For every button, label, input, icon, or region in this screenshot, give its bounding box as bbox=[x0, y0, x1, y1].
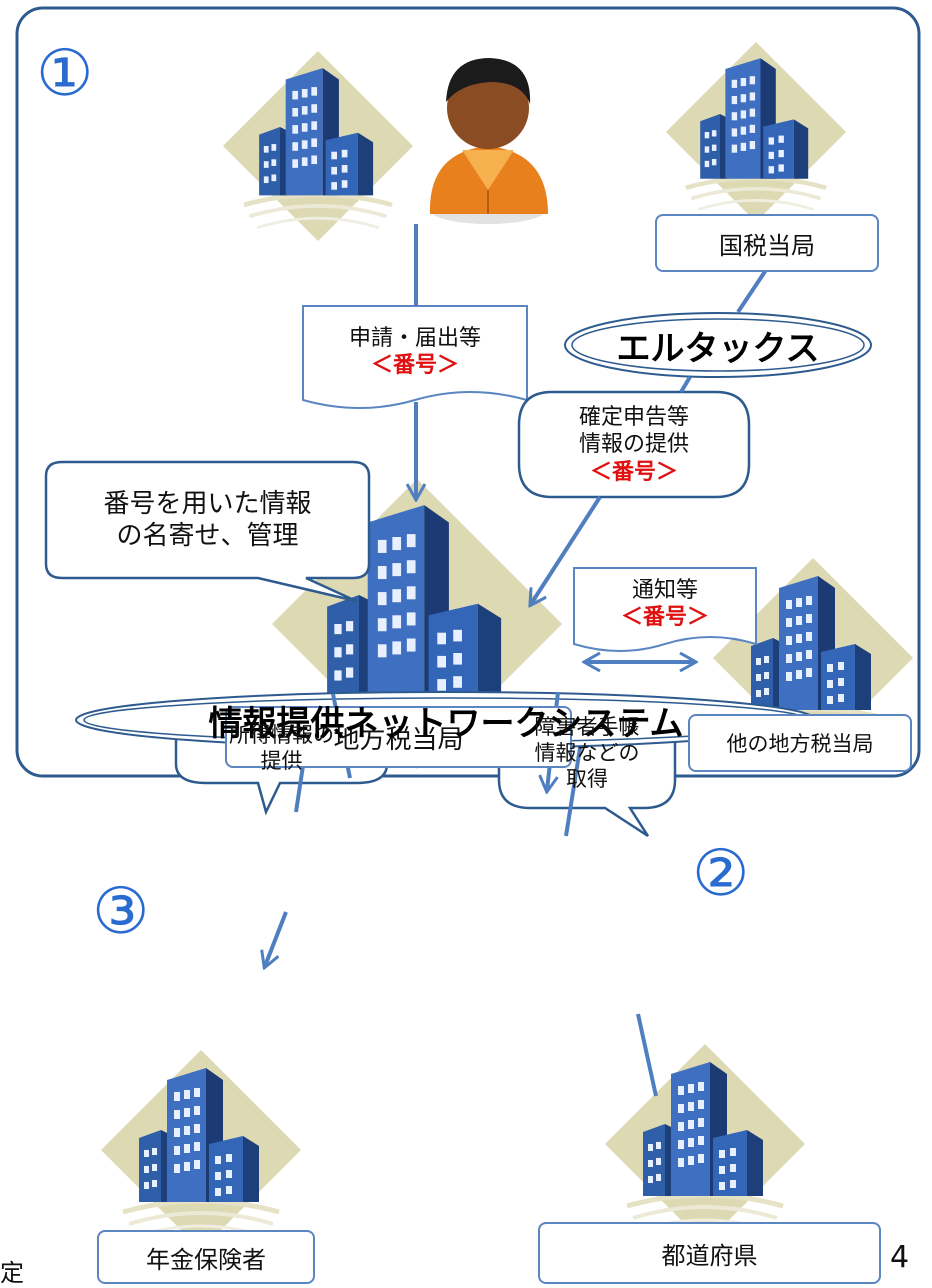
eltax-oval bbox=[564, 312, 872, 378]
local-tax-box: 地方税当局 bbox=[225, 706, 572, 768]
nayose-line2: の名寄せ、管理 bbox=[116, 521, 299, 551]
application-line1: 申請・届出等 bbox=[348, 325, 481, 351]
disability-label: 障害者手帳 情報などの 取得 bbox=[499, 700, 675, 806]
number-2-label: ② bbox=[692, 837, 750, 911]
kakutei-callout bbox=[517, 390, 751, 499]
person-icon bbox=[429, 58, 548, 224]
building-icon bbox=[605, 1044, 805, 1244]
application-number-label: ＜番号＞ bbox=[370, 353, 459, 378]
application-label: 申請・届出等 ＜番号＞ bbox=[303, 308, 527, 396]
corner-text: 定 bbox=[0, 1258, 24, 1287]
eltax-label: エルタックス bbox=[616, 328, 820, 369]
connector-line bbox=[736, 268, 768, 314]
disability-line3: 取得 bbox=[566, 767, 608, 792]
connector-line bbox=[564, 747, 582, 837]
disability-line2: 情報などの bbox=[534, 740, 640, 765]
number-1-label: ① bbox=[36, 37, 94, 111]
kakutei-line1: 確定申告等 bbox=[578, 404, 689, 430]
arrow-kakutei bbox=[531, 495, 602, 604]
pension-box: 年金保険者 bbox=[97, 1230, 315, 1284]
prefecture-box: 都道府県 bbox=[538, 1222, 881, 1284]
disability-line1: 障害者手帳 bbox=[534, 714, 640, 739]
connector-line bbox=[636, 1013, 658, 1097]
nayose-line1: 番号を用いた情報 bbox=[103, 488, 312, 519]
building-icon bbox=[223, 51, 413, 241]
connector-line bbox=[679, 375, 692, 394]
application-document-shape bbox=[302, 305, 528, 409]
kakutei-label: 確定申告等 情報の提供 ＜番号＞ bbox=[519, 394, 749, 496]
notice-number-label: ＜番号＞ bbox=[620, 605, 709, 630]
page-number: 4 bbox=[890, 1239, 910, 1275]
income-line2: 提供 bbox=[260, 749, 303, 773]
number-3-label: ③ bbox=[92, 875, 150, 949]
notice-document-shape bbox=[573, 567, 757, 652]
national-tax-box: 国税当局 bbox=[655, 214, 879, 272]
building-icon bbox=[666, 42, 846, 222]
income-label: 所得情報の 提供 bbox=[176, 714, 387, 782]
nayose-label: 番号を用いた情報 の名寄せ、管理 bbox=[46, 464, 369, 576]
network-label: 情報提供ネットワークシステム bbox=[208, 703, 684, 744]
kakutei-number-label: ＜番号＞ bbox=[589, 459, 678, 485]
income-line1: 所得情報の bbox=[229, 722, 334, 747]
other-local-tax-box: 他の地方税当局 bbox=[688, 714, 912, 772]
arrow-income bbox=[265, 911, 288, 966]
main-frame bbox=[15, 6, 921, 778]
building-icon bbox=[101, 1050, 301, 1250]
notice-line1: 通知等 bbox=[631, 577, 698, 603]
nayose-callout bbox=[44, 460, 371, 603]
kakutei-line2: 情報の提供 bbox=[578, 432, 689, 458]
notice-label: 通知等 ＜番号＞ bbox=[574, 570, 756, 638]
